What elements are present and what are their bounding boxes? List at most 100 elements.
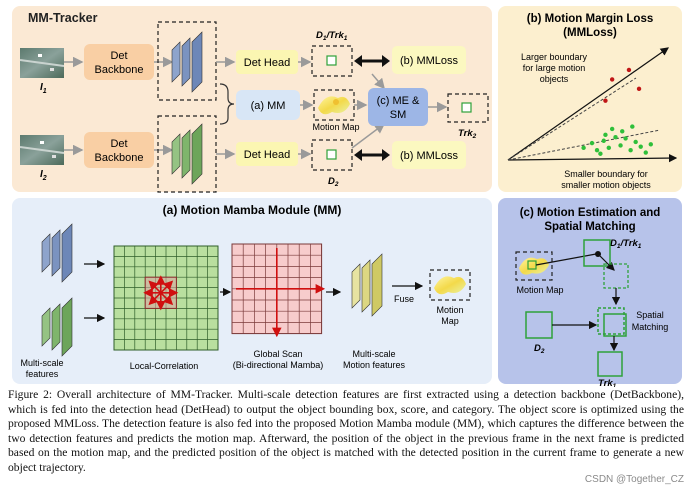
upper-boundary-arrow <box>507 47 669 161</box>
small-motion-point <box>603 132 608 138</box>
det-backbone-2-line1: Det <box>110 138 127 150</box>
spatial-matching-line2: Matching <box>632 322 669 332</box>
small-motion-point <box>643 150 648 155</box>
small-motion-point <box>638 144 643 149</box>
mm-motion-map-line1: Motion <box>436 305 463 315</box>
merge-brace <box>219 83 235 125</box>
feature-stack-green <box>171 123 203 185</box>
small-motion-point <box>620 129 625 134</box>
larger-boundary-line1: Larger boundary <box>521 52 588 62</box>
mmloss-panel <box>498 6 682 192</box>
large-boundary-dashed <box>507 77 637 161</box>
me-output-trk-box <box>597 351 623 377</box>
correlation-arrow <box>148 280 162 294</box>
motion-mamba-title: (a) Motion Mamba Module (MM) <box>163 203 342 217</box>
feature-stack-blue <box>171 31 203 93</box>
me-sm-box <box>368 88 428 126</box>
me-motion-map-box <box>515 251 553 281</box>
multiscale-line1: Multi-scale <box>20 358 63 368</box>
x-axis-arrow <box>507 153 678 163</box>
multiscale-blue-stack <box>41 223 73 283</box>
small-motion-point <box>606 145 611 151</box>
architecture-figure: MM-Tracker I1 I2 Det Backbone Det Backbo… <box>12 6 682 387</box>
motion-features-line1: Multi-scale <box>352 349 395 359</box>
motion-map-heat <box>318 96 350 115</box>
d1-trk1-label: D1/Trk1 <box>316 30 348 42</box>
input-1-label: I1 <box>40 82 47 95</box>
global-scan-grid <box>231 243 326 338</box>
small-motion-point <box>613 135 618 140</box>
mmloss-box-2-label: (b) MMLoss <box>400 150 459 162</box>
det-head-2 <box>236 142 298 166</box>
me-title-line2: Spatial Matching <box>544 221 635 233</box>
global-scan-line2: (Bi-directional Mamba) <box>233 360 324 370</box>
local-correlation-label: Local-Correlation <box>130 361 199 371</box>
me-d1-trk1-label: D1/Trk1 <box>610 238 642 250</box>
multiscale-line2: features <box>26 369 59 379</box>
multiscale-green-stack <box>41 297 73 357</box>
small-boundary-dashed <box>507 129 661 161</box>
motion-features-line2: Motion features <box>343 360 406 370</box>
feature-box-2 <box>157 115 217 193</box>
me-motion-map-label: Motion Map <box>516 285 563 295</box>
watermark: CSDN @Together_CZ <box>584 474 684 485</box>
trk2-box <box>447 93 489 123</box>
fuse-label: Fuse <box>394 294 414 304</box>
spatial-matching-boxes <box>597 307 627 337</box>
d2-detection-square <box>326 149 337 160</box>
me-output-trk-label: Trk1 <box>598 378 617 387</box>
mm-motion-map-line2: Map <box>441 316 459 326</box>
small-motion-point <box>618 143 623 148</box>
large-motion-point <box>609 77 615 82</box>
trk2-label: Trk2 <box>458 128 477 140</box>
small-motion-point <box>589 140 595 146</box>
feature-box-1 <box>157 21 217 101</box>
det-backbone-2-line2: Backbone <box>95 152 144 164</box>
mmloss-arrow-1 <box>354 55 390 67</box>
large-motion-point <box>636 86 642 92</box>
small-motion-point <box>609 126 615 132</box>
larger-boundary-line3: objects <box>540 74 569 84</box>
mm-box-label: (a) MM <box>251 100 286 112</box>
me-motion-map-heat <box>519 257 549 275</box>
large-motion-point <box>626 67 632 73</box>
small-motion-point <box>623 136 628 141</box>
spatial-matching-line1: Spatial <box>636 310 664 320</box>
mm-tracker-title: MM-Tracker <box>28 11 98 25</box>
small-motion-point <box>594 148 600 153</box>
mm-box <box>236 90 300 120</box>
small-motion-point <box>648 142 653 147</box>
det-head-1-label: Det Head <box>244 57 290 69</box>
mmloss-box-1-label: (b) MMLoss <box>400 55 459 67</box>
me-d2-label: D2 <box>534 343 545 355</box>
large-motion-point <box>603 98 608 103</box>
det-head-1 <box>236 50 298 74</box>
mmloss-title-line2: (MMLoss) <box>563 27 617 39</box>
me-title-line1: (c) Motion Estimation and <box>520 207 661 219</box>
det-backbone-1-line1: Det <box>110 50 127 62</box>
correlation-arrow <box>148 292 162 306</box>
correlation-arrow <box>160 280 174 294</box>
d1-detection-square <box>326 55 337 66</box>
small-motion-point <box>628 148 633 153</box>
motion-vector-line <box>535 253 597 266</box>
motion-features-stack <box>351 253 383 317</box>
motion-map-label: Motion Map <box>312 122 359 132</box>
mm-motion-map-heat <box>434 276 466 295</box>
larger-boundary-line2: for large motion <box>523 63 586 73</box>
det-backbone-1 <box>84 44 154 80</box>
mmloss-box-2 <box>392 141 466 169</box>
smaller-boundary-line1: Smaller boundary for <box>564 169 648 179</box>
mmloss-title-line1: (b) Motion Margin Loss <box>527 13 653 25</box>
trk2-square <box>461 102 472 113</box>
correlation-arrow <box>160 292 174 306</box>
input-image-1 <box>19 48 65 78</box>
figure-caption: Figure 2: Overall architecture of MM-Tra… <box>8 388 684 474</box>
input-2-label: I2 <box>40 169 47 182</box>
small-motion-point <box>633 139 638 145</box>
mmloss-arrow-2 <box>354 149 390 161</box>
det-backbone-1-line2: Backbone <box>95 64 144 76</box>
me-trk1-box <box>583 239 611 267</box>
small-motion-point <box>598 151 603 156</box>
small-motion-point <box>601 138 606 143</box>
